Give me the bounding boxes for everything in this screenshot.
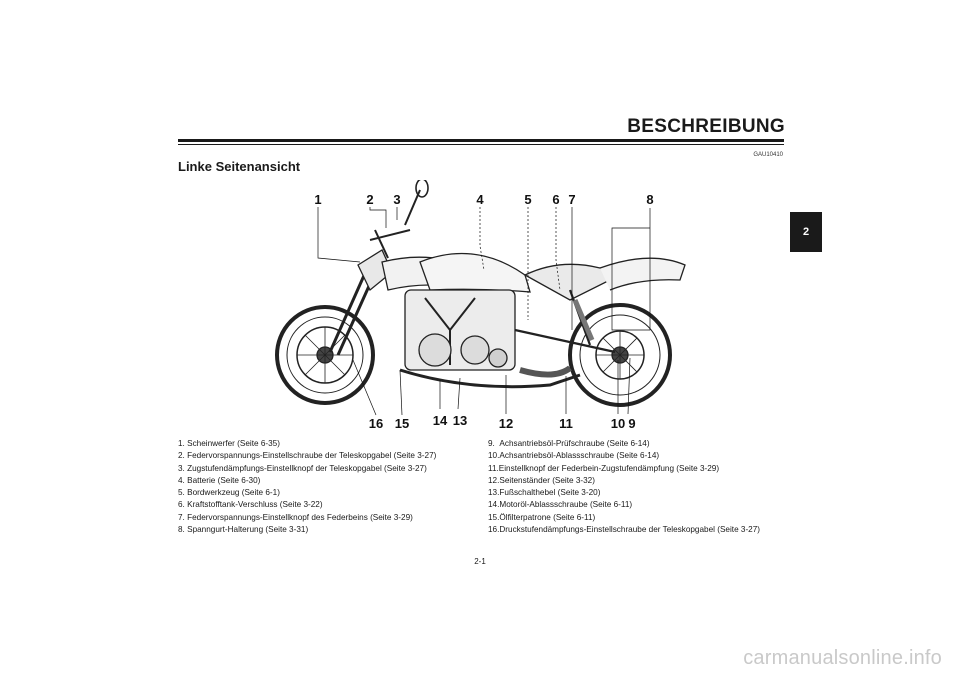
legend-num: 8. — [178, 525, 188, 535]
callout-3: 3 — [393, 192, 400, 207]
legend-item: 8. Spanngurt-Halterung (Seite 3-31) — [178, 524, 478, 536]
legend-item: 2. Federvorspannungs-Einstellschraube de… — [178, 450, 478, 462]
callout-14: 14 — [433, 413, 448, 428]
callout-9: 9 — [628, 416, 635, 430]
callout-5: 5 — [524, 192, 531, 207]
section-title: Linke Seitenansicht — [178, 159, 301, 174]
legend-item: 10.Achsantriebsöl-Ablassschraube (Seite … — [488, 450, 788, 462]
callout-8: 8 — [646, 192, 653, 207]
legend-item: 12.Seitenständer (Seite 3-32) — [488, 475, 788, 487]
rear-wheel — [568, 303, 672, 407]
legend-item: 5. Bordwerkzeug (Seite 6-1) — [178, 487, 478, 499]
legend-num: 13. — [488, 488, 500, 498]
callout-12: 12 — [499, 416, 513, 430]
legend-text: Federvorspannungs-Einstellschraube der T… — [187, 451, 437, 461]
legend-num: 14. — [488, 500, 500, 510]
callout-16: 16 — [369, 416, 383, 430]
legend-text: Seitenständer (Seite 3-32) — [499, 475, 595, 485]
legend-num: 12. — [488, 475, 500, 485]
front-wheel — [275, 305, 375, 405]
legend-num: 3. — [178, 463, 188, 473]
legend-num: 15. — [488, 512, 500, 522]
legend-left: 1. Scheinwerfer (Seite 6-35) 2. Federvor… — [178, 438, 478, 536]
legend-item: 4. Batterie (Seite 6-30) — [178, 475, 478, 487]
motorcycle-illustration — [275, 180, 686, 407]
legend-num: 7. — [178, 512, 188, 522]
callout-2: 2 — [366, 192, 373, 207]
document-code: GAU10410 — [753, 152, 783, 158]
header-rule — [178, 139, 784, 142]
legend-text: Bordwerkzeug (Seite 6-1) — [187, 488, 280, 498]
legend-item: 7. Federvorspannungs-Einstellknopf des F… — [178, 512, 478, 524]
legend-item: 1. Scheinwerfer (Seite 6-35) — [178, 438, 478, 450]
legend-num: 16. — [488, 525, 500, 535]
callout-1: 1 — [314, 192, 321, 207]
callout-7: 7 — [568, 192, 575, 207]
legend-text: Achsantriebsöl-Prüfschraube (Seite 6-14) — [499, 439, 650, 448]
legend-text: Kraftstofftank-Verschluss (Seite 3-22) — [187, 500, 323, 510]
legend-text: Achsantriebsöl-Ablassschraube (Seite 6-1… — [499, 451, 660, 461]
legend-text: Spanngurt-Halterung (Seite 3-31) — [187, 525, 309, 535]
legend-text: Scheinwerfer (Seite 6-35) — [187, 439, 280, 448]
legend-item: 3. Zugstufendämpfungs-Einstellknopf der … — [178, 463, 478, 475]
legend-text: Ölfilterpatrone (Seite 6-11) — [499, 512, 596, 522]
page-number: 2-1 — [474, 557, 486, 566]
legend-item: 16.Druckstufendämpfungs-Einstellschraube… — [488, 524, 788, 536]
legend-item: 13.Fußschalthebel (Seite 3-20) — [488, 487, 788, 499]
legend-text: Fußschalthebel (Seite 3-20) — [499, 488, 601, 498]
legend-num: 11. — [488, 463, 499, 473]
callouts-bottom: 16 15 14 13 12 11 10 9 — [369, 413, 636, 430]
exhaust — [399, 368, 581, 389]
callout-13: 13 — [453, 413, 467, 428]
legend-text: Motoröl-Ablassschraube (Seite 6-11) — [499, 500, 633, 510]
legend-item: 11.Einstellknopf der Federbein-Zugstufen… — [488, 463, 788, 475]
legend-text: Druckstufendämpfungs-Einstellschraube de… — [499, 525, 761, 535]
legend-num: 9. — [488, 439, 500, 448]
legend-item: 6. Kraftstofftank-Verschluss (Seite 3-22… — [178, 499, 478, 511]
legend-num: 6. — [178, 500, 188, 510]
legend-item: 15.Ölfilterpatrone (Seite 6-11) — [488, 512, 788, 524]
legend-text: Zugstufendämpfungs-Einstellknopf der Tel… — [187, 463, 427, 473]
legend-num: 5. — [178, 488, 188, 498]
page-header-title: BESCHREIBUNG — [627, 116, 785, 137]
callout-11: 11 — [559, 416, 573, 430]
callout-6: 6 — [552, 192, 559, 207]
legend-num: 2. — [178, 451, 188, 461]
legend-item: 9. Achsantriebsöl-Prüfschraube (Seite 6-… — [488, 438, 788, 450]
legend-num: 4. — [178, 475, 188, 485]
legend-num: 10. — [488, 451, 500, 461]
legend-item: 14.Motoröl-Ablassschraube (Seite 6-11) — [488, 499, 788, 511]
legend-num: 1. — [178, 439, 188, 448]
watermark: carmanualsonline.info — [743, 647, 942, 669]
callout-10: 10 — [611, 416, 625, 430]
legend-right: 9. Achsantriebsöl-Prüfschraube (Seite 6-… — [488, 438, 788, 536]
callout-4: 4 — [476, 192, 484, 207]
header-rule-thin — [178, 144, 784, 145]
chapter-tab[interactable]: 2 — [790, 212, 822, 252]
callout-15: 15 — [395, 416, 409, 430]
legend-text: Einstellknopf der Federbein-Zugstufendäm… — [498, 463, 720, 473]
leader-lines — [317, 207, 651, 416]
fuel-tank — [419, 252, 531, 293]
legend-text: Batterie (Seite 6-30) — [187, 475, 261, 485]
motorcycle-diagram: 1 2 3 4 5 6 7 8 16 15 14 13 12 11 10 9 — [270, 180, 700, 430]
callouts-top: 1 2 3 4 5 6 7 8 — [314, 192, 653, 207]
legend-text: Federvorspannungs-Einstellknopf des Fede… — [187, 512, 413, 522]
